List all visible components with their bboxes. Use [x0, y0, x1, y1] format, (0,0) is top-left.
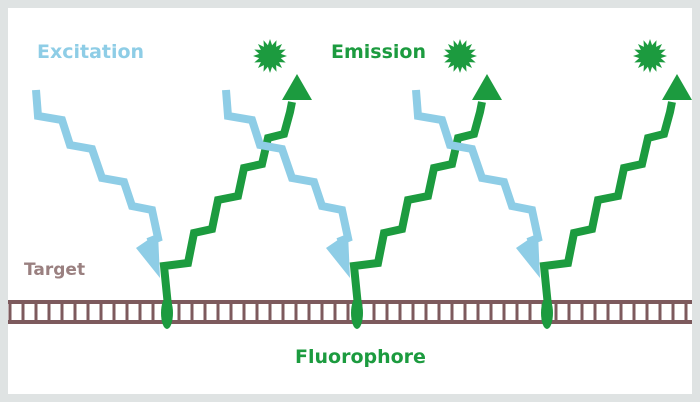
- fluorophore-label: Fluorophore: [295, 346, 426, 368]
- excitation-arrowhead-icon: [516, 233, 540, 278]
- excitation-arrow-icon: [412, 89, 543, 246]
- emission-arrowhead-icon: [472, 74, 502, 100]
- emission-arrowhead-icon: [662, 74, 692, 100]
- fluorescence-diagram: [8, 39, 692, 329]
- fluorophore-anchor-icon: [351, 297, 363, 329]
- excitation-arrow-icon: [222, 89, 353, 246]
- excitation-arrowhead-icon: [326, 233, 350, 278]
- fluorophore-anchor-icon: [161, 297, 173, 329]
- fluorophore-unit: [222, 39, 502, 329]
- emission-burst-icon: [633, 39, 667, 73]
- fluorophore-unit: [32, 39, 312, 329]
- emission-burst-icon: [253, 39, 287, 73]
- excitation-arrow-icon: [32, 89, 163, 246]
- emission-arrow-icon: [349, 101, 486, 307]
- emission-arrow-icon: [159, 101, 296, 307]
- emission-arrow-icon: [539, 101, 676, 307]
- excitation-arrowhead-icon: [136, 233, 160, 278]
- emission-arrowhead-icon: [282, 74, 312, 100]
- target-strand: [8, 300, 692, 324]
- diagram-frame: Excitation Emission Target Fluorophore: [8, 8, 692, 394]
- fluorophore-anchor-icon: [541, 297, 553, 329]
- emission-label: Emission: [331, 41, 426, 63]
- fluorophore-unit: [412, 39, 692, 329]
- target-label: Target: [24, 260, 86, 280]
- excitation-label: Excitation: [37, 41, 145, 63]
- fluorophore-units: [32, 39, 692, 329]
- emission-burst-icon: [443, 39, 477, 73]
